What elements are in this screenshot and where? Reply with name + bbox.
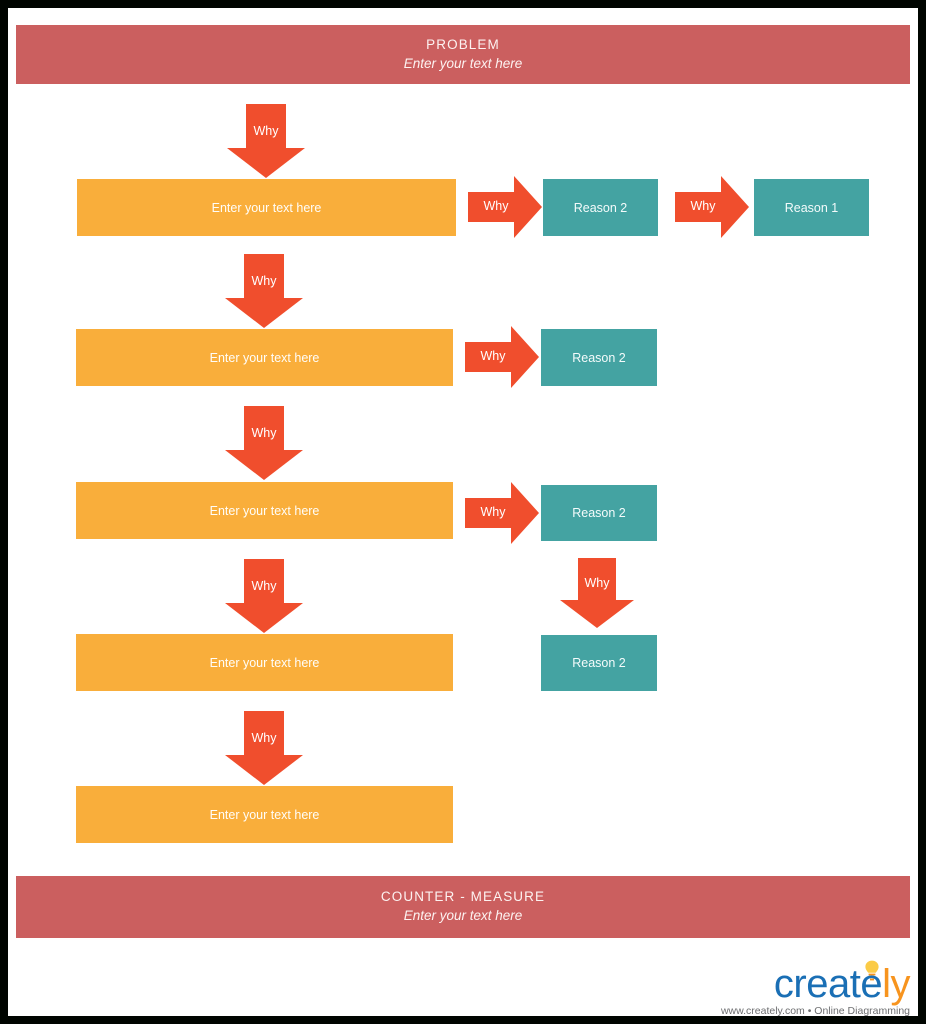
counter-measure-banner-title: COUNTER - MEASURE — [380, 889, 546, 905]
problem-banner-subtitle: Enter your text here — [403, 55, 523, 71]
statement-box-1[interactable]: Enter your text here — [77, 179, 456, 236]
counter-measure-banner-subtitle: Enter your text here — [403, 908, 523, 924]
reason-box-label: Reason 2 — [572, 506, 626, 520]
reason-box-label: Reason 2 — [573, 200, 628, 215]
why-arrow-right-2: Why — [465, 326, 539, 388]
reason-box-label: Reason 2 — [572, 656, 626, 670]
arrow-head — [225, 603, 303, 633]
statement-box-5[interactable]: Enter your text here — [76, 786, 453, 843]
statement-box-label: Enter your text here — [209, 350, 320, 365]
statement-box-label: Enter your text here — [209, 807, 320, 822]
arrow-shaft — [578, 558, 616, 604]
arrow-shaft — [675, 192, 725, 222]
arrow-head — [225, 450, 303, 480]
arrow-shaft — [465, 342, 515, 372]
arrow-shaft — [465, 498, 515, 528]
why-arrow-right-3: Why — [465, 482, 539, 544]
reason-box-1a[interactable]: Reason 2 — [543, 179, 658, 236]
arrow-head — [225, 298, 303, 328]
reason-box-1b[interactable]: Reason 1 — [754, 179, 869, 236]
creately-wordmark: creately — [708, 962, 911, 1006]
arrow-head — [511, 482, 539, 544]
why-arrow-label: Why — [480, 349, 506, 363]
arrow-shaft — [244, 711, 284, 759]
reason-box-2[interactable]: Reason 2 — [541, 329, 657, 386]
why-arrow-down-reason: Why — [560, 558, 634, 628]
reason-box-label: Reason 1 — [784, 200, 839, 215]
statement-box-4[interactable]: Enter your text here — [76, 634, 453, 691]
why-arrow-down-4: Why — [225, 559, 303, 633]
why-arrow-down-1: Why — [227, 104, 305, 178]
why-arrow-label: Why — [690, 199, 716, 213]
logo-text-part3: ly — [882, 962, 910, 1006]
why-arrow-label: Why — [251, 274, 277, 288]
counter-measure-banner: COUNTER - MEASURE Enter your text here — [16, 876, 910, 938]
why-arrow-label: Why — [251, 426, 277, 440]
arrow-head — [225, 755, 303, 785]
arrow-head — [511, 326, 539, 388]
why-arrow-label: Why — [480, 505, 506, 519]
problem-banner: PROBLEM Enter your text here — [16, 25, 910, 84]
reason-box-4[interactable]: Reason 2 — [541, 635, 657, 691]
arrow-head — [514, 176, 542, 238]
reason-box-3[interactable]: Reason 2 — [541, 485, 657, 541]
statement-box-label: Enter your text here — [211, 200, 322, 215]
arrow-head — [560, 600, 634, 628]
why-arrow-right-1: Why — [468, 176, 542, 238]
statement-box-3[interactable]: Enter your text here — [76, 482, 453, 539]
arrow-shaft — [246, 104, 286, 152]
why-arrow-label: Why — [584, 576, 610, 590]
statement-box-2[interactable]: Enter your text here — [76, 329, 453, 386]
arrow-shaft — [244, 254, 284, 302]
statement-box-label: Enter your text here — [209, 503, 320, 518]
arrow-head — [721, 176, 749, 238]
why-arrow-label: Why — [251, 579, 277, 593]
arrow-shaft — [244, 559, 284, 607]
arrow-shaft — [468, 192, 518, 222]
arrow-head — [227, 148, 305, 178]
reason-box-label: Reason 2 — [572, 350, 626, 365]
why-arrow-down-2: Why — [225, 254, 303, 328]
statement-box-label: Enter your text here — [209, 655, 320, 670]
arrow-shaft — [244, 406, 284, 454]
why-arrow-label: Why — [483, 199, 509, 213]
why-arrow-label: Why — [253, 124, 279, 138]
creately-tagline: www.creately.com • Online Diagramming — [720, 1005, 910, 1016]
diagram-canvas: PROBLEM Enter your text here Why Enter y… — [8, 8, 918, 1016]
why-arrow-right-1b: Why — [675, 176, 749, 238]
creately-logo[interactable]: creately www.creately.com • Online Diagr… — [708, 960, 910, 1016]
logo-text-part1: creat — [773, 962, 861, 1006]
why-arrow-down-5: Why — [225, 711, 303, 785]
why-arrow-label: Why — [251, 731, 277, 745]
why-arrow-down-3: Why — [225, 406, 303, 480]
problem-banner-title: PROBLEM — [426, 36, 500, 52]
lightbulb-icon — [865, 960, 879, 981]
logo-text-part2: e — [860, 962, 883, 1006]
